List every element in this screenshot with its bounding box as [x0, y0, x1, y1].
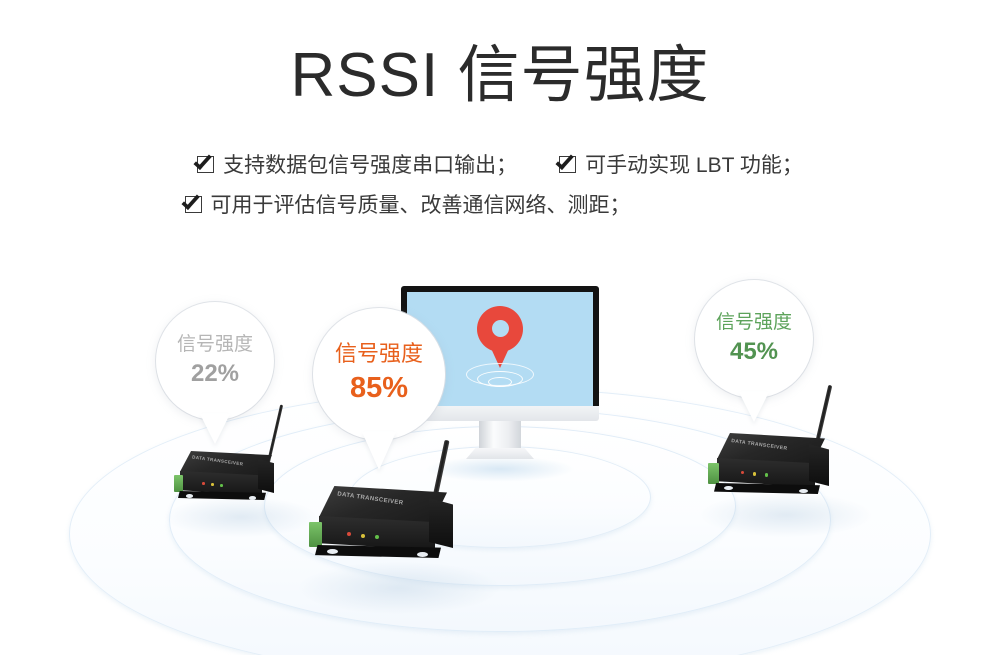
left-device-mount-hole-1	[186, 494, 193, 498]
center-device-led-red	[347, 532, 351, 536]
left-device-led-yellow	[211, 483, 214, 486]
bullet-item-1-label: 支持数据包信号强度串口输出；	[223, 154, 518, 177]
left-device-mount-hole-2	[249, 496, 256, 500]
left-device-led-green	[220, 484, 223, 487]
signal-bubble-right-value: 45%	[729, 338, 779, 366]
right-device-front	[717, 458, 815, 487]
right-device-led-red	[741, 471, 745, 475]
bullet-item-1: 支持数据包信号强度串口输出；	[197, 149, 517, 179]
bullet-row-1: 支持数据包信号强度串口输出； 可手动实现 LBT 功能；	[0, 144, 1000, 184]
signal-bubble-center-value: 85%	[349, 371, 409, 404]
center-device-side	[429, 498, 453, 548]
signal-bubble-right-label: 信号强度	[715, 311, 792, 333]
bullet-item-3: 可用于评估信号质量、改善通信网络、测距；	[184, 189, 631, 219]
checkbox-checked-icon	[559, 155, 577, 173]
screen-ripple-1	[488, 377, 512, 387]
signal-bubble-right-tail	[739, 392, 769, 422]
left-device-front	[180, 471, 262, 495]
signal-bubble-center: 信号强度 85%	[313, 308, 445, 470]
left-device-shadow	[166, 497, 316, 537]
center-device-terminal	[309, 522, 322, 547]
left-device-terminal	[174, 475, 183, 492]
monitor-illustration	[401, 286, 599, 482]
left-device-mount-bracket	[178, 491, 266, 500]
signal-bubble-left: 信号强度 22%	[156, 302, 274, 444]
monitor-shadow	[425, 456, 575, 482]
location-pin-icon	[477, 306, 523, 368]
monitor-base	[466, 448, 534, 459]
center-device-front	[319, 516, 435, 550]
screen-ripple-group	[455, 363, 545, 398]
right-device-side	[809, 444, 829, 486]
left-device: DATA TRANSCEIVER	[166, 404, 316, 537]
right-device-led-yellow	[753, 472, 757, 476]
right-device-led-green	[765, 473, 769, 477]
center-device-mount-hole-1	[327, 549, 338, 554]
center-device-shadow	[299, 562, 499, 614]
center-device-led-green	[375, 535, 379, 539]
bullet-item-3-label: 可用于评估信号质量、改善通信网络、测距；	[210, 194, 631, 217]
signal-bubble-left-tail	[200, 414, 230, 444]
center-device-mount-bracket	[315, 545, 441, 558]
pin-hole	[492, 320, 509, 337]
checkbox-checked-icon	[197, 155, 215, 173]
signal-bubble-center-tail	[362, 432, 396, 470]
bullet-item-2: 可手动实现 LBT 功能；	[559, 149, 803, 179]
monitor-bezel	[401, 286, 599, 406]
right-device-mount-hole-1	[724, 486, 733, 491]
bullet-row-2: 可用于评估信号质量、改善通信网络、测距；	[0, 184, 1000, 224]
right-device-mount-hole-2	[799, 488, 808, 493]
center-device-led-yellow	[361, 533, 365, 538]
right-device-shadow	[701, 493, 871, 537]
illustration-scene: DATA TRANSCEIVER DATA TRANSCEIVER	[0, 250, 1000, 655]
checkbox-checked-icon	[184, 195, 202, 213]
center-device: DATA TRANSCEIVER	[299, 439, 499, 614]
feature-bullet-list: 支持数据包信号强度串口输出； 可手动实现 LBT 功能； 可用于评估信号质量、改…	[0, 144, 1000, 224]
right-device-mount-bracket	[714, 483, 820, 494]
signal-bubble-center-label: 信号强度	[334, 341, 423, 367]
right-device-terminal	[708, 463, 719, 484]
bullet-item-2-label: 可手动实现 LBT 功能；	[585, 154, 803, 177]
signal-bubble-right: 信号强度 45%	[695, 280, 813, 422]
signal-bubble-left-value: 22%	[190, 360, 240, 388]
monitor-chin	[401, 406, 599, 421]
left-device-led-red	[202, 482, 205, 485]
left-device-side	[258, 459, 274, 493]
center-device-mount-hole-2	[417, 552, 428, 557]
signal-bubble-left-label: 信号强度	[176, 333, 253, 355]
right-device: DATA TRANSCEIVER	[701, 384, 871, 537]
page-title: RSSI 信号强度	[290, 41, 710, 110]
